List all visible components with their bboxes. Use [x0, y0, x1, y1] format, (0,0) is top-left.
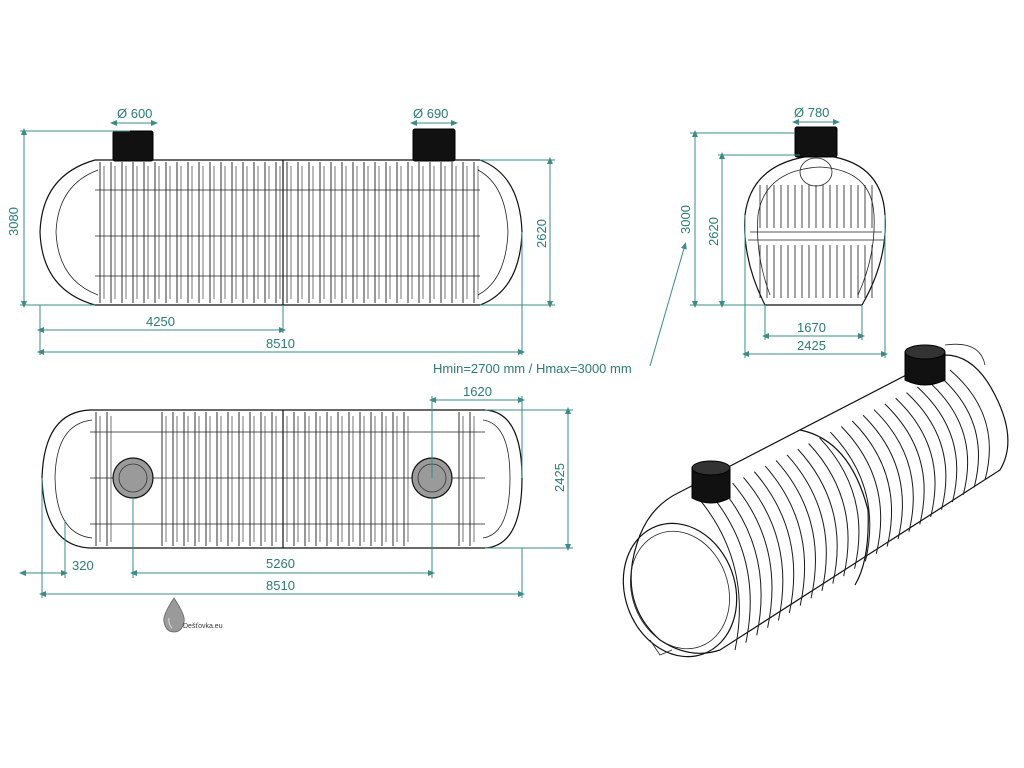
logo: Dešťovka.eu — [163, 597, 223, 633]
side-length-total: 8510 — [266, 336, 295, 351]
iso-rib — [862, 414, 903, 540]
iso-rib — [938, 375, 980, 488]
side-length-half: 4250 — [146, 314, 175, 329]
iso-rib — [732, 482, 773, 628]
side-nozzle-left-label: Ø 600 — [117, 106, 152, 121]
side-height-body: 2620 — [534, 219, 549, 248]
end-height-body: 2620 — [706, 217, 721, 246]
isometric-view-ribs — [699, 369, 990, 651]
iso-rib — [808, 443, 849, 577]
logo-text: Dešťovka.eu — [183, 623, 223, 630]
end-nozzle-label: Ø 780 — [794, 105, 829, 120]
top-width-end: 1620 — [463, 384, 492, 399]
iso-rib — [949, 369, 990, 481]
iso-rib — [786, 454, 827, 591]
iso-rib — [797, 448, 838, 584]
iso-rib — [895, 397, 936, 518]
iso-rib — [743, 477, 784, 621]
end-width-total: 2425 — [797, 338, 826, 353]
side-nozzle-right-label: Ø 690 — [413, 106, 448, 121]
nozzle-left-icon — [112, 130, 154, 162]
top-offset-left: 320 — [72, 558, 94, 573]
isometric-view — [622, 343, 1009, 658]
iso-rib — [830, 431, 871, 562]
iso-rib — [884, 403, 925, 525]
install-note: Hmin=2700 mm / Hmax=3000 mm — [433, 242, 687, 376]
side-view-ribs — [99, 162, 479, 303]
iso-rib — [917, 386, 958, 503]
iso-rib — [873, 409, 914, 532]
side-height-total: 3080 — [6, 207, 21, 236]
top-length-total: 8510 — [266, 578, 295, 593]
iso-rib — [851, 420, 893, 547]
install-note-text: Hmin=2700 mm / Hmax=3000 mm — [433, 361, 632, 376]
iso-rib — [721, 488, 762, 636]
end-height-total: 3000 — [678, 205, 693, 234]
top-nozzle-spacing: 5260 — [266, 556, 295, 571]
end-width-base: 1670 — [797, 320, 826, 335]
end-view: Ø 780 3000 2620 1670 2425 — [678, 105, 888, 358]
iso-rib — [775, 460, 816, 599]
top-width: 2425 — [552, 463, 567, 492]
iso-rib — [764, 465, 806, 606]
iso-rib — [753, 471, 795, 614]
iso-rib — [819, 437, 860, 569]
top-view: 1620 2425 320 5260 8510 — [19, 384, 573, 598]
iso-rib — [840, 426, 882, 555]
iso-rib — [710, 494, 751, 643]
water-drop-icon — [163, 597, 185, 633]
iso-rib — [927, 380, 969, 495]
iso-rib — [906, 392, 947, 510]
iso-rib — [699, 499, 740, 651]
side-view: Ø 600 Ø 690 3080 2620 4250 8510 — [6, 106, 555, 355]
end-nozzle-icon — [794, 126, 838, 158]
end-view-ribs — [759, 185, 873, 298]
nozzle-right-icon — [412, 128, 456, 162]
